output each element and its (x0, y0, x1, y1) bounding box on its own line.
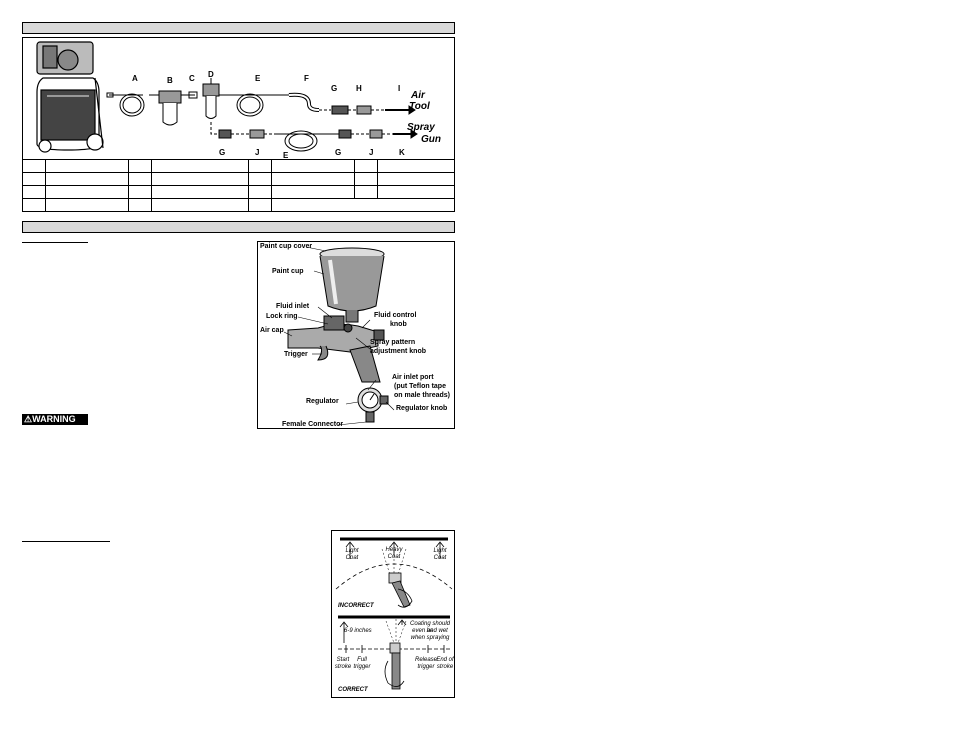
incorrect-label: INCORRECT (338, 603, 374, 609)
start-stroke-1: Start (336, 657, 350, 663)
letter-g-lower-2: G (335, 148, 342, 157)
callout-regulator: Regulator (306, 398, 339, 405)
end-stroke-1: End of (436, 657, 454, 663)
spray-gun-drawing (283, 246, 395, 426)
table-row (22, 185, 455, 199)
table-row (22, 172, 455, 186)
letter-g: G (331, 84, 338, 93)
coating-note-3: when spraying (410, 635, 450, 641)
letter-a: A (132, 74, 138, 83)
end-stroke-2: stroke (436, 664, 454, 670)
letter-e-lower: E (283, 151, 289, 160)
spray-gun-label-2: Gun (421, 134, 441, 145)
table-row (22, 159, 455, 173)
callout-adjustment-knob: adjustment knob (370, 348, 427, 355)
start-stroke-2: stroke (334, 664, 352, 670)
coating-note-2: even and wet (412, 628, 448, 634)
letter-j-lower-1: J (255, 148, 260, 157)
coating-note-1: Coating should be (409, 621, 451, 634)
full-trigger-1: Full (357, 657, 367, 663)
callout-teflon-tape-2: on male threads) (394, 392, 451, 399)
letter-f: F (304, 74, 309, 83)
callout-lock-ring: Lock ring (266, 313, 298, 320)
callout-paint-cup-cover: Paint cup cover (260, 243, 313, 250)
callout-air-cap: Air cap (260, 327, 284, 334)
heading-underline-1 (22, 242, 88, 243)
callout-spray-pattern: Spray pattern (370, 339, 416, 346)
letter-g-lower-1: G (219, 148, 226, 157)
parts-table (22, 159, 455, 212)
warning-badge: ⚠WARNING (22, 414, 88, 425)
heavy-coat: Heavy Coat (385, 547, 403, 560)
letter-e: E (255, 74, 261, 83)
section-header-bar-1 (22, 22, 455, 34)
callout-fluid-inlet: Fluid inlet (276, 303, 310, 310)
heading-underline-2 (22, 541, 110, 542)
setup-diagram-drawing (36, 41, 418, 153)
callout-air-inlet-port: Air inlet port (392, 374, 434, 381)
light-coat-left: Light Coat (345, 548, 359, 561)
callout-fluid-control: Fluid control (374, 312, 417, 319)
letter-c: C (189, 74, 195, 83)
letter-i: I (398, 84, 401, 93)
callout-paint-cup: Paint cup (272, 268, 304, 275)
callout-fluid-control-knob: knob (390, 321, 407, 328)
spray-technique-drawing (335, 537, 453, 690)
table-row (22, 198, 455, 212)
letter-h: H (356, 84, 362, 93)
spray-gun-diagram: Paint cup cover Paint cup Fluid inlet Lo… (257, 241, 455, 429)
full-trigger-2: trigger (353, 664, 371, 670)
light-coat-right: Light Coat (433, 548, 447, 561)
callout-trigger: Trigger (284, 351, 308, 358)
callout-female-connector: Female Connector (282, 421, 344, 428)
letter-j-lower-2: J (369, 148, 374, 157)
correct-label: CORRECT (338, 687, 368, 693)
release-trigger-2: trigger (417, 664, 435, 670)
callout-regulator-knob: Regulator knob (396, 405, 448, 412)
section-header-bar-2 (22, 221, 455, 233)
distance-label: 6-9 inches (344, 628, 372, 634)
letter-b: B (167, 76, 173, 85)
letter-k-lower: K (399, 148, 405, 157)
air-tool-label-2: Tool (409, 101, 430, 112)
warning-icon: ⚠ (24, 414, 33, 424)
spray-gun-label-1: Spray (407, 122, 435, 133)
release-trigger-1: Release (414, 657, 437, 663)
callout-teflon-tape-1: (put Teflon tape (394, 383, 446, 390)
setup-diagram: A B C D E F G H I Air Tool Spray Gun G J… (22, 37, 455, 160)
warning-label: WARNING (32, 414, 76, 424)
spray-technique-diagram: Light Coat Heavy Coat Light Coat INCORRE… (331, 530, 455, 698)
letter-d: D (208, 70, 214, 79)
air-tool-label-1: Air (411, 90, 425, 101)
